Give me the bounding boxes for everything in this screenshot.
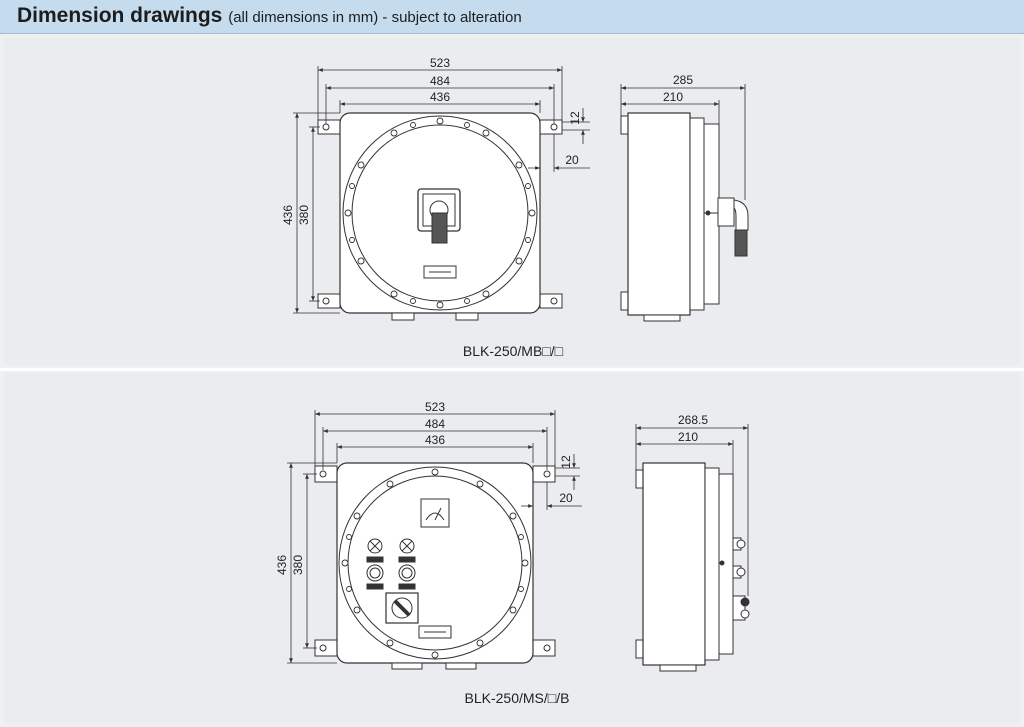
drawing1-caption: BLK-250/MB□/□	[463, 343, 564, 359]
mounting-ear-top-left	[317, 119, 341, 135]
drawing2-side-dims	[635, 424, 749, 596]
side-body	[627, 112, 691, 316]
drawing1-side-dims	[620, 84, 746, 200]
side-lamp-1	[732, 537, 746, 551]
drawing1-bolts	[344, 117, 536, 309]
mounting-ear-bottom-left	[317, 293, 341, 309]
drawing2-dim-210: 210	[678, 430, 698, 444]
mounting-ear-top-left	[314, 465, 338, 483]
drawing1-dim-height-380: 380	[297, 205, 311, 225]
side-handle-mount	[717, 197, 735, 227]
drawing2-dim-12: 12	[559, 455, 573, 469]
header-text: Dimension drawings (all dimensions in mm…	[17, 4, 522, 28]
mounting-ear-top-right	[532, 465, 556, 483]
cable-gland-left	[391, 312, 415, 321]
drawing1-dim-12: 12	[568, 111, 582, 125]
drawing2-front-view	[314, 462, 556, 670]
drawing2-front-dims	[287, 410, 582, 664]
drawing2-dim-height-436: 436	[275, 555, 289, 575]
mounting-ear-top-right	[539, 119, 563, 135]
push-button-1	[366, 564, 384, 582]
cover-flange-inner	[351, 124, 529, 302]
side-button-1	[732, 565, 746, 579]
panel-divider	[0, 368, 1024, 371]
side-gland	[659, 664, 697, 672]
mounting-ear-bottom-right	[532, 639, 556, 657]
side-cover	[689, 117, 705, 311]
drawing2-dim-20: 20	[559, 491, 573, 505]
drawing2-side-view	[635, 462, 750, 672]
drawing2-caption: BLK-250/MS/□/B	[465, 690, 570, 706]
side-handle-grip	[734, 229, 748, 257]
drawing2-dim-268-5: 268.5	[678, 413, 708, 427]
drawing1-front-dims	[293, 66, 590, 314]
header-title: Dimension drawings	[17, 4, 223, 27]
side-cover	[704, 467, 720, 661]
cable-gland-1	[391, 662, 423, 670]
drawing2-dim-523: 523	[425, 400, 445, 414]
drawing1-dim-484: 484	[430, 74, 450, 88]
header-bar: Dimension drawings (all dimensions in mm…	[0, 0, 1024, 34]
side-cover-lip	[718, 473, 734, 655]
indicator-lamp-2-icon	[399, 538, 415, 554]
cover-flange-outer	[342, 115, 538, 311]
drawing1-dim-height-436: 436	[281, 205, 295, 225]
drawing2-dim-436: 436	[425, 433, 445, 447]
side-handle	[733, 199, 749, 231]
drawing2-bolts	[341, 468, 529, 659]
mounting-ear-bottom-right	[539, 293, 563, 309]
drawing1-dim-436: 436	[430, 90, 450, 104]
drawing2-dim-484: 484	[425, 417, 445, 431]
drawing1-dim-523: 523	[430, 56, 450, 70]
side-gland	[643, 314, 681, 322]
drawing1-dim-210: 210	[663, 90, 683, 104]
push-button-2	[398, 564, 416, 582]
cable-gland-right	[455, 312, 479, 321]
mounting-ear-bottom-left	[314, 639, 338, 657]
side-body	[642, 462, 706, 666]
drawing1-front-view	[317, 112, 563, 321]
cover-flange-outer	[338, 466, 532, 660]
cable-gland-2	[445, 662, 477, 670]
drawing1-dim-20: 20	[565, 153, 579, 167]
switch-handle	[431, 212, 448, 244]
drawing2-dim-height-380: 380	[291, 555, 305, 575]
header-note: (all dimensions in mm) - subject to alte…	[228, 9, 522, 26]
indicator-lamp-1-icon	[367, 538, 383, 554]
drawing1-dim-285: 285	[673, 73, 693, 87]
side-selector	[732, 595, 750, 621]
drawing1-side-view	[620, 112, 749, 322]
